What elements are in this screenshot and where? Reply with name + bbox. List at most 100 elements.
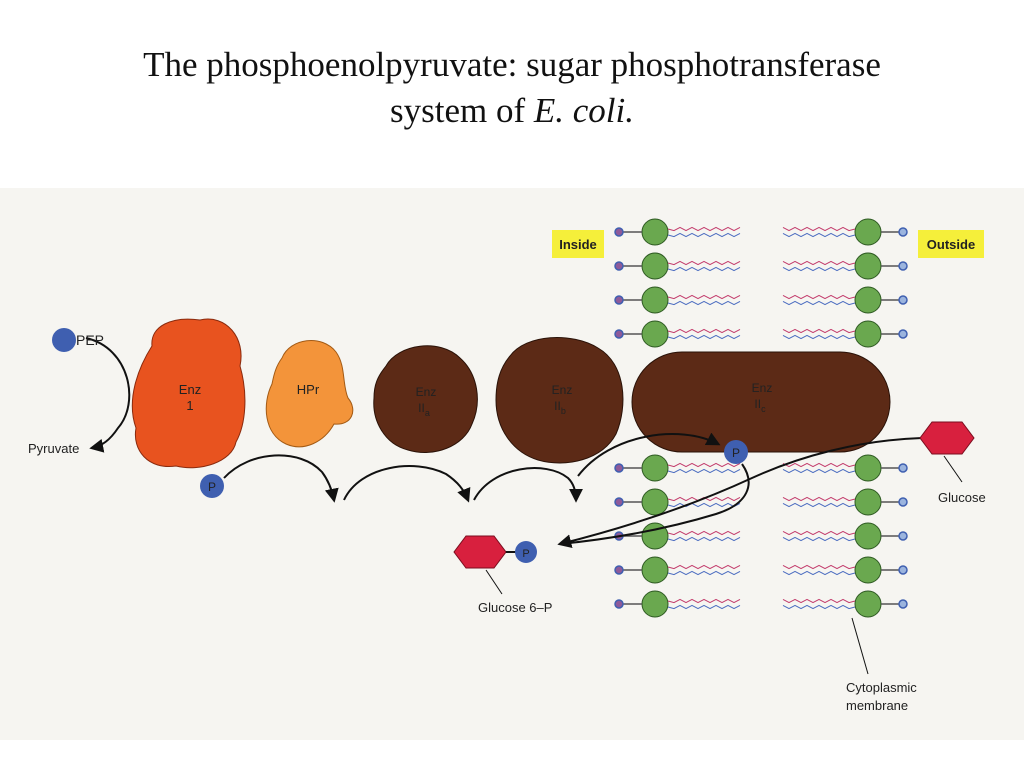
phosphate-release-arrow xyxy=(559,463,750,545)
phosphate-enz2c: P xyxy=(724,440,748,464)
lipid-tail-outer xyxy=(782,530,856,536)
lipid-phosphate-inner xyxy=(614,497,624,507)
lipid-phosphate-inner xyxy=(614,463,624,473)
lipid-phosphate-inner xyxy=(614,261,624,271)
lipid-phosphate-outer xyxy=(898,329,908,339)
lipid-tail-inner xyxy=(667,536,741,542)
lipid-head-inner xyxy=(641,488,669,516)
enzyme-1-number: 1 xyxy=(186,398,193,413)
lipid-tail-inner xyxy=(667,564,741,570)
lipid-tail-inner xyxy=(667,604,741,610)
slide-title: The phosphoenolpyruvate: sugar phosphotr… xyxy=(0,42,1024,134)
enzyme-2c-number: IIc xyxy=(754,397,766,414)
enzyme-2b-label: Enz xyxy=(552,383,573,397)
enzyme-2c-roman: II xyxy=(754,397,761,411)
lipid-head-inner xyxy=(641,286,669,314)
lipid-tail-outer xyxy=(782,232,856,238)
enzyme-2a-roman: II xyxy=(418,401,425,415)
lipid-phosphate-inner xyxy=(614,565,624,575)
pep-to-pyruvate-arrow xyxy=(85,337,131,453)
lipid-tail-inner xyxy=(667,468,741,474)
lipid-head-outer xyxy=(854,522,882,550)
membrane-label-line-2: membrane xyxy=(846,698,908,713)
pep-label: PEP xyxy=(76,332,104,348)
lipid-tail-outer xyxy=(782,226,856,232)
membrane-label-line-1: Cytoplasmic xyxy=(846,680,917,695)
transfer-arrow-enz2b-to-enz2c xyxy=(577,432,721,477)
transfer-arrow-enz2a-to-enz2b xyxy=(473,467,583,503)
lipid-tail-inner xyxy=(667,260,741,266)
outside-badge: Outside xyxy=(918,230,984,258)
glucose-6p-label: Glucose 6–P xyxy=(478,600,552,615)
enzyme-2b-subscript: b xyxy=(561,406,566,416)
lipid-phosphate-outer xyxy=(898,565,908,575)
phosphate-enz2c-label: P xyxy=(732,446,740,460)
lipid-tail-inner xyxy=(667,502,741,508)
lipid-phosphate-outer xyxy=(898,599,908,609)
lipid-phosphate-outer xyxy=(898,227,908,237)
glucose-6p-phosphate-label: P xyxy=(522,548,529,560)
lipid-tail-inner xyxy=(667,570,741,576)
lipid-tail-inner xyxy=(667,226,741,232)
lipid-phosphate-outer xyxy=(898,497,908,507)
enzyme-2a-number: IIa xyxy=(418,401,430,418)
cytoplasmic-membrane-bilayer xyxy=(614,218,908,618)
title-line-1: The phosphoenolpyruvate: sugar phosphotr… xyxy=(143,45,881,84)
pts-diagram: Inside Outside PEP Pyruvate Enz 1 HPr En… xyxy=(28,218,986,713)
lipid-phosphate-outer xyxy=(898,463,908,473)
enzyme-2c-label: Enz xyxy=(752,381,773,395)
lipid-tail-outer xyxy=(782,502,856,508)
lipid-tail-inner xyxy=(667,530,741,536)
phosphate-enz1: P xyxy=(200,474,224,498)
pep-molecule: PEP xyxy=(52,328,104,352)
hpr-label: HPr xyxy=(297,382,320,397)
lipid-head-outer xyxy=(854,590,882,618)
lipid-head-inner xyxy=(641,590,669,618)
lipid-head-outer xyxy=(854,252,882,280)
lipid-tail-inner xyxy=(667,232,741,238)
lipid-phosphate-inner xyxy=(614,329,624,339)
lipid-tail-inner xyxy=(667,598,741,604)
lipid-tail-inner xyxy=(667,334,741,340)
glucose-outside: Glucose xyxy=(919,421,986,505)
organism-name: E. coli. xyxy=(533,91,634,130)
enzyme-2c-subscript: c xyxy=(761,404,766,414)
lipid-head-outer xyxy=(854,454,882,482)
lipid-tail-outer xyxy=(782,598,856,604)
title-line-2: system of E. coli. xyxy=(0,88,1024,134)
lipid-phosphate-inner xyxy=(614,599,624,609)
lipid-head-inner xyxy=(641,218,669,246)
glucose-6-phosphate: P Glucose 6–P xyxy=(453,535,552,615)
lipid-tail-inner xyxy=(667,294,741,300)
enzyme-2a-label: Enz xyxy=(416,385,437,399)
hpr-protein: HPr xyxy=(265,340,354,448)
lipid-head-inner xyxy=(641,320,669,348)
lipid-phosphate-outer xyxy=(898,261,908,271)
lipid-tail-inner xyxy=(667,462,741,468)
glucose-entry-path xyxy=(557,437,923,549)
enzyme-2a-subscript: a xyxy=(425,408,430,418)
lipid-head-inner xyxy=(641,556,669,584)
phosphate-enz1-label: P xyxy=(208,480,216,494)
lipid-tail-outer xyxy=(782,570,856,576)
lipid-phosphate-outer xyxy=(898,295,908,305)
lipid-tail-inner xyxy=(667,300,741,306)
lipid-head-inner xyxy=(641,454,669,482)
membrane-callout: Cytoplasmic membrane xyxy=(846,617,917,713)
lipid-phosphate-outer xyxy=(898,531,908,541)
lipid-tail-outer xyxy=(782,496,856,502)
lipid-tail-outer xyxy=(782,564,856,570)
transfer-arrow-hpr-to-enz2a xyxy=(343,465,471,503)
pyruvate-label: Pyruvate xyxy=(28,441,79,456)
inside-badge: Inside xyxy=(552,230,604,258)
enzyme-1-label: Enz xyxy=(179,382,201,397)
outside-label: Outside xyxy=(927,237,975,252)
lipid-head-outer xyxy=(854,320,882,348)
lipid-tail-outer xyxy=(782,300,856,306)
lipid-tail-outer xyxy=(782,604,856,610)
lipid-tail-outer xyxy=(782,260,856,266)
transfer-arrow-enz1-to-hpr xyxy=(223,454,339,503)
enzyme-2a: Enz IIa xyxy=(373,345,478,453)
lipid-tail-outer xyxy=(782,328,856,334)
lipid-head-outer xyxy=(854,556,882,584)
